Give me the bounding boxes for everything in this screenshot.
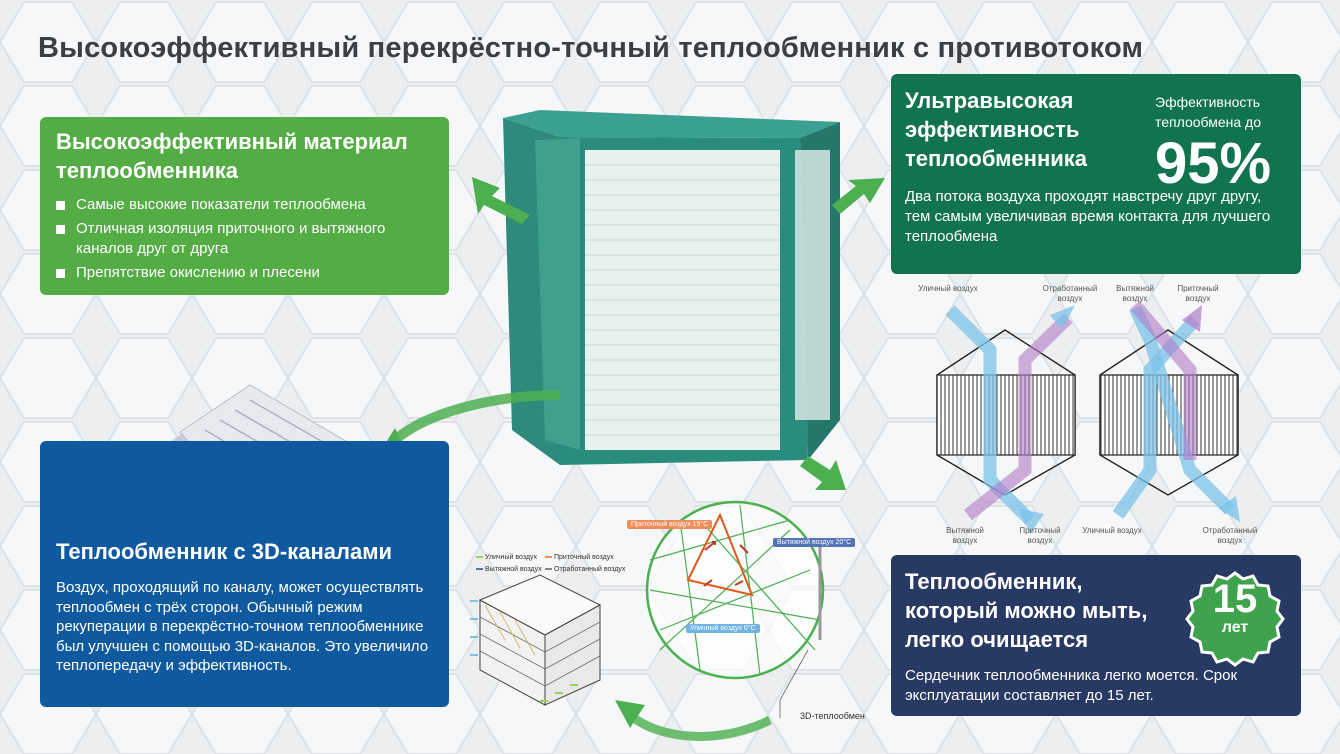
- flow-right-bottom-left: Уличный воздух: [1082, 526, 1142, 535]
- efficiency-description: Два потока воздуха проходят навстречу др…: [905, 188, 1271, 245]
- arrow-to-material-icon: [472, 177, 530, 224]
- material-bullets: Самые высокие показатели теплообмена Отл…: [56, 195, 433, 283]
- bullet-square-icon: [56, 201, 65, 210]
- flow-left-top-left: Уличный воздух: [918, 284, 978, 293]
- heat-exchanger-core: [503, 110, 840, 465]
- arrow-from-3d-icon: [627, 711, 773, 741]
- caption-3d: 3D-теплообмен: [800, 711, 865, 721]
- flow-left-bottom-right: Приточный воздух: [1019, 526, 1061, 545]
- bullet-square-icon: [56, 225, 65, 234]
- bullet-square-icon: [56, 269, 65, 278]
- badge-value: 15: [1212, 577, 1258, 621]
- arrow-to-efficiency-icon: [832, 178, 885, 214]
- efficiency-label: Эффективность теплообмена до: [1155, 94, 1262, 130]
- outdoor-temp-label: Уличный воздух 0°C: [686, 624, 760, 633]
- magnified-3d-channel: [645, 500, 825, 718]
- page-title: Высокоэффективный перекрёстно-точный теп…: [38, 32, 1144, 64]
- supply-temp-label: Приточный воздух 15°C: [627, 520, 713, 529]
- lifetime-badge-icon: [1185, 571, 1285, 667]
- flow-right-top-right: Приточный воздух: [1177, 284, 1219, 303]
- exhaust-temp-label: Вытяжной воздух 20°C: [773, 538, 856, 547]
- list-item: Отличная изоляция приточного и вытяжного…: [56, 219, 433, 259]
- arrow-to-3d-icon: [800, 456, 846, 490]
- washable-panel: Теплообменник,который можно мыть,легко о…: [891, 555, 1301, 716]
- legend-supply: Приточный воздух: [554, 554, 614, 561]
- legend-exhaust: Вытяжной воздух: [485, 566, 542, 573]
- arrow-to-channels-icon: [391, 390, 561, 444]
- flow-left-top-right: Отработанный воздух: [1042, 284, 1098, 303]
- efficiency-value: 95%: [1155, 131, 1272, 196]
- badge-unit: лет: [1221, 619, 1249, 636]
- flow-left-bottom-left: Вытяжной воздух: [946, 526, 984, 545]
- list-item: Препятствие окислению и плесени: [56, 263, 433, 283]
- channels-description: Воздух, проходящий по каналу, может осущ…: [56, 579, 429, 674]
- legend-outdoor: Уличный воздух: [485, 554, 537, 561]
- legend-waste: Отработанный воздух: [554, 566, 626, 573]
- washable-description: Сердечник теплообменника легко моется. С…: [905, 667, 1238, 704]
- channels-panel: Теплообменник с 3D-каналами Воздух, прох…: [40, 441, 449, 707]
- channels-heading: Теплообменник с 3D-каналами: [56, 539, 393, 564]
- flow-right-bottom-right: Отработанный воздух: [1202, 526, 1258, 545]
- lifetime-badge: 15 лет: [1183, 577, 1287, 637]
- flow-right-top-left: Вытяжной воздух: [1116, 284, 1154, 303]
- washable-heading: Теплообменник,который можно мыть,легко о…: [905, 569, 1148, 652]
- list-item: Самые высокие показатели теплообмена: [56, 195, 433, 215]
- 3d-channel-block: [470, 574, 602, 706]
